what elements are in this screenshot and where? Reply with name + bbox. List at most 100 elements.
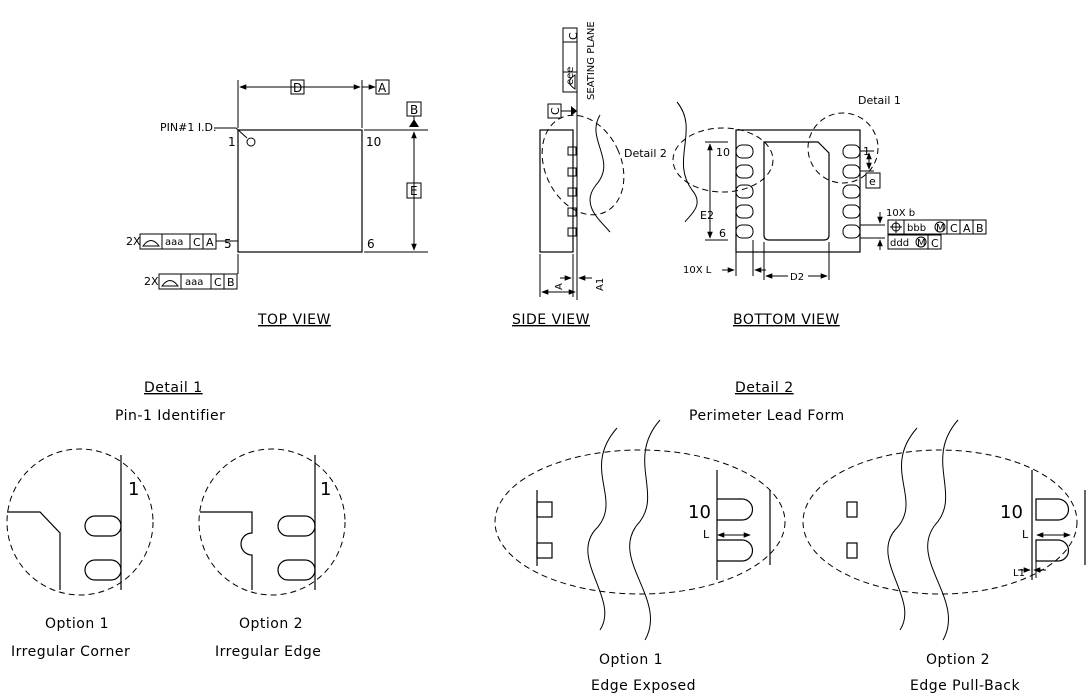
bottom-pad [735, 204, 754, 219]
dim-l: 10X L [683, 265, 712, 276]
detail2-option2-dim-l1: L1 [1013, 568, 1025, 579]
dim-e-pitch: e [869, 175, 876, 188]
side-lead [567, 146, 577, 156]
profile-surface-icon [161, 280, 179, 287]
dim-e-box [406, 182, 422, 199]
top-view-caption: TOP VIEW [257, 312, 331, 328]
datum-c-triangle [571, 106, 577, 116]
break-line [629, 419, 661, 641]
detail1-option1-pad [84, 515, 122, 537]
side-fcf-tol: eee [565, 67, 576, 85]
detail2-option1-pad [717, 539, 754, 562]
detail2-option1-label: Option 1 [599, 652, 663, 668]
fcf2-ref1: C [214, 276, 222, 289]
top-view: PIN#1 I.D. 1 10 5 6 D A E B 2X aaa C A [126, 79, 428, 328]
dim-b: 10X b [886, 208, 915, 219]
break-line [927, 419, 959, 641]
profile-surface-icon [142, 240, 160, 247]
detail1-option2-circle [198, 448, 346, 596]
datum-a-box [375, 79, 390, 95]
exposed-pad [763, 141, 830, 241]
side-fcf-frame [562, 27, 578, 93]
detail1-option1-pad [84, 559, 122, 581]
fcf1-ref2: A [206, 236, 214, 249]
bottom-pad [842, 224, 861, 239]
detail2-option1-pad [717, 498, 754, 521]
fcf1-ref1: C [193, 236, 201, 249]
detail1-option2-pad [277, 515, 316, 537]
detail1-option1-desc: Irregular Corner [11, 644, 130, 660]
detail1-option1-label: Option 1 [45, 616, 109, 632]
fcf1-prefix: 2X [126, 235, 141, 248]
detail2-option2-pad [1035, 539, 1070, 562]
break-line [589, 114, 611, 233]
detail2-option2-pin: 10 [1000, 502, 1023, 523]
detail2-option1-ellipse [494, 449, 786, 595]
pin1-leader [214, 127, 248, 139]
bottom-fcf1-ref2: A [963, 222, 971, 235]
detail2-title: Detail 2 [735, 380, 794, 396]
dim-d2-bg [788, 268, 808, 282]
detail2-option2-label: Option 2 [926, 652, 990, 668]
detail1-callout [807, 112, 879, 184]
detail2-option1-lead [536, 501, 553, 518]
mmc-icon [934, 221, 946, 233]
dim-d-box [290, 79, 305, 95]
bottom-fcf1-frame [887, 219, 987, 235]
detail1-option2-pin: 1 [320, 479, 331, 500]
side-fcf-ref: C [567, 32, 580, 40]
detail2-ref: Detail 2 [624, 147, 667, 160]
profile-surface-icon [569, 74, 576, 90]
break-line [887, 427, 918, 631]
detail2-option2-desc: Edge Pull-Back [910, 678, 1020, 694]
detail1-ref: Detail 1 [858, 94, 901, 107]
side-lead [567, 167, 577, 177]
bottom-pin-6: 6 [719, 227, 726, 240]
bottom-pad [735, 224, 754, 239]
datum-b: B [410, 103, 418, 117]
mmc-icon [915, 236, 927, 248]
bottom-view-body [735, 129, 861, 253]
side-lead [567, 227, 577, 237]
detail2-option1-lead [536, 542, 553, 559]
top-pin-6: 6 [367, 237, 375, 251]
pin1-marker [246, 137, 256, 147]
detail1-option1-pin: 1 [128, 479, 139, 500]
dim-d2: D2 [790, 272, 804, 283]
detail2: Detail 2 Perimeter Lead Form L 10 Option… [494, 380, 1086, 694]
bottom-pad [735, 144, 754, 159]
fcf2-prefix: 2X [144, 275, 159, 288]
side-view-body [539, 129, 574, 253]
seating-plane-label: SEATING PLANE [586, 21, 597, 100]
bottom-fcf1-mod: M [936, 223, 945, 234]
bottom-fcf1-tol: bbb [907, 223, 926, 234]
detail2-option2-lead [846, 542, 858, 559]
detail2-option2-lead [846, 501, 858, 518]
detail1: Detail 1 Pin-1 Identifier 1 Option 1 Irr… [6, 380, 346, 660]
bottom-fcf2-mod: M [917, 238, 926, 249]
detail2-option2-dim-l: L [1022, 528, 1029, 541]
top-pin-5: 5 [224, 237, 232, 251]
detail2-option1-dim-l: L [703, 528, 710, 541]
bottom-pin-10: 10 [716, 146, 730, 159]
bottom-fcf1-ref1: C [950, 222, 958, 235]
top-view-body [237, 129, 363, 253]
irregular-edge-outline [200, 511, 253, 590]
bottom-fcf2-tol: ddd [890, 238, 909, 249]
bottom-pad [842, 204, 861, 219]
detail1-title: Detail 1 [144, 380, 203, 396]
break-line [676, 101, 698, 223]
detail2-option1-desc: Edge Exposed [591, 678, 696, 694]
datum-c: C [549, 107, 562, 115]
detail2-option2-ellipse [802, 449, 1078, 595]
detail1-option1-circle [6, 448, 154, 596]
detail1-option2-desc: Irregular Edge [215, 644, 321, 660]
datum-a: A [378, 81, 387, 95]
bottom-fcf2-ref1: C [931, 237, 939, 250]
fcf1-tol: aaa [165, 237, 183, 248]
irregular-corner-outline [7, 511, 61, 590]
dim-e: E [410, 184, 418, 198]
detail1-option2-pad [277, 559, 316, 581]
bottom-pad [735, 164, 754, 179]
side-lead [567, 207, 577, 217]
